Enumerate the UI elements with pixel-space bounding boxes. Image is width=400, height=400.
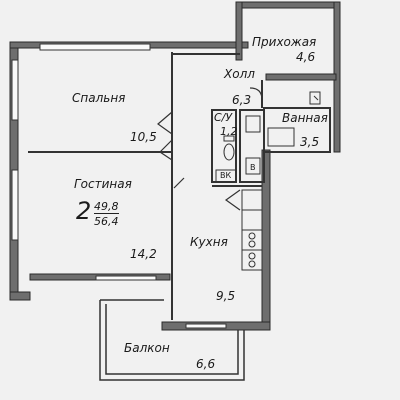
room-area-balcony: 6,6 [196,357,216,371]
room-name-toilet: С/У [214,111,233,124]
bathroom-fixtures [267,91,321,147]
room-area-hall: 6,3 [232,93,252,107]
rooms-count: 2 [76,197,92,225]
toilet-fixtures [215,115,261,183]
room-name-bedroom: Спальня [72,91,126,105]
shaft-label: В [250,163,256,172]
room-name-kitchen: Кухня [190,235,228,249]
room-area-bathroom: 3,5 [300,135,320,149]
room-name-hall: Холл [224,67,255,81]
room-name-balcony: Балкон [124,341,170,355]
living-area-total: 49,8 [94,200,119,214]
apartment-total-area: 56,4 [94,215,119,228]
outer-walls [9,1,341,331]
room-area-toilet: 1,2 [220,125,238,138]
windows [11,43,227,329]
room-area-entrance: 4,6 [296,50,316,64]
ventilation-label: ВК [220,171,232,180]
room-area-kitchen: 9,5 [216,289,236,303]
partitions [28,52,331,320]
kitchen-fixtures [241,189,263,271]
room-name-bathroom: Ванная [282,111,328,125]
room-area-bedroom: 10,5 [130,130,157,144]
doors [157,87,263,211]
room-area-living: 14,2 [130,247,157,261]
room-name-living: Гостиная [74,177,132,191]
balcony-outline [99,299,245,381]
room-name-entrance: Прихожая [252,35,317,49]
